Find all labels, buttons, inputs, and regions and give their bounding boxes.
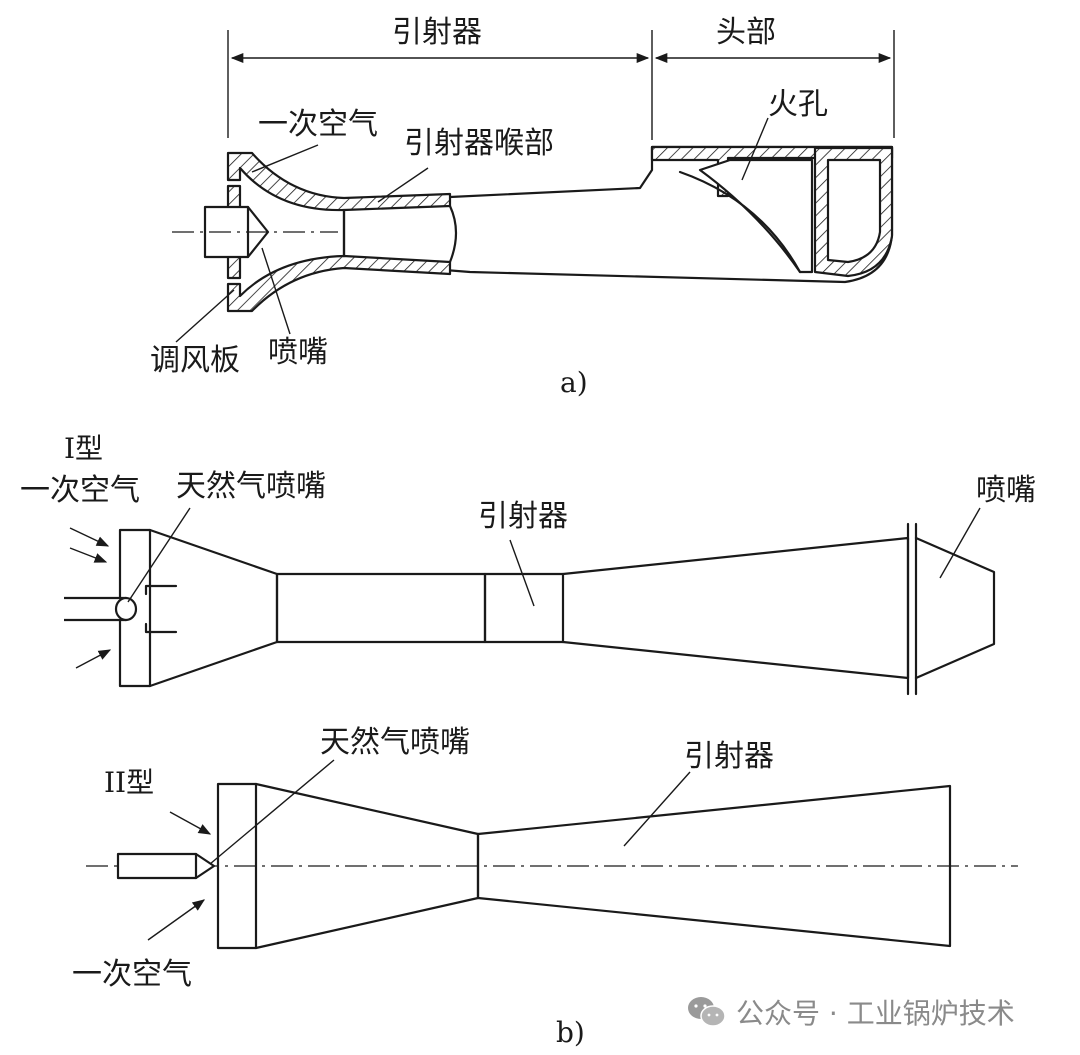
- nozzle-1: [914, 536, 996, 680]
- ejector-section-1: [483, 572, 565, 644]
- label-ejector-dim: 引射器: [392, 15, 482, 50]
- label-gas-nozzle-1: 天然气喷嘴: [176, 469, 326, 504]
- caption-a: a): [560, 366, 588, 399]
- watermark-text: 公众号 · 工业锅炉技术: [736, 997, 1015, 1030]
- caption-b: b): [556, 1016, 585, 1049]
- label-type-1: I型: [64, 432, 103, 465]
- dimension-lines: [227, 30, 895, 140]
- diffuser-1: [561, 536, 910, 680]
- label-ejector-2: 引射器: [684, 739, 774, 774]
- nozzle-tube: [203, 205, 270, 259]
- diagram-b-type-1: I型 一次空气 天然气喷嘴 引射器 喷嘴: [20, 432, 1036, 696]
- label-head-dim: 头部: [716, 15, 776, 50]
- watermark: 公众号 · 工业锅炉技术: [686, 990, 1015, 1034]
- lower-bell-wall: [226, 254, 452, 313]
- label-fire-hole: 火孔: [768, 87, 828, 122]
- label-gas-nozzle-2: 天然气喷嘴: [320, 725, 470, 760]
- label-primary-air-b1: 一次空气: [20, 473, 140, 508]
- diagram-a: 引射器 头部 一次空气 引射器喉部 火孔 调风板 喷嘴 a): [150, 15, 895, 399]
- upper-bell-wall: [226, 151, 452, 212]
- mixer-plate-2: [216, 782, 258, 950]
- label-ejector-throat: 引射器喉部: [404, 126, 554, 161]
- diffuser-2: [476, 784, 952, 948]
- label-nozzle-a: 喷嘴: [268, 335, 328, 370]
- label-damper: 调风板: [150, 343, 240, 378]
- label-primary-air-a: 一次空气: [258, 107, 378, 142]
- label-primary-air-b2: 一次空气: [72, 957, 192, 992]
- label-nozzle-1: 喷嘴: [976, 473, 1036, 508]
- diagram-b-type-2: II型 天然气喷嘴 引射器 一次空气 b): [72, 725, 1018, 1049]
- label-ejector-1: 引射器: [478, 499, 568, 534]
- ejector-throat-1: [275, 572, 487, 644]
- label-type-2: II型: [104, 766, 154, 799]
- gas-nozzle-2: [116, 852, 216, 880]
- wechat-icon: [688, 997, 726, 1027]
